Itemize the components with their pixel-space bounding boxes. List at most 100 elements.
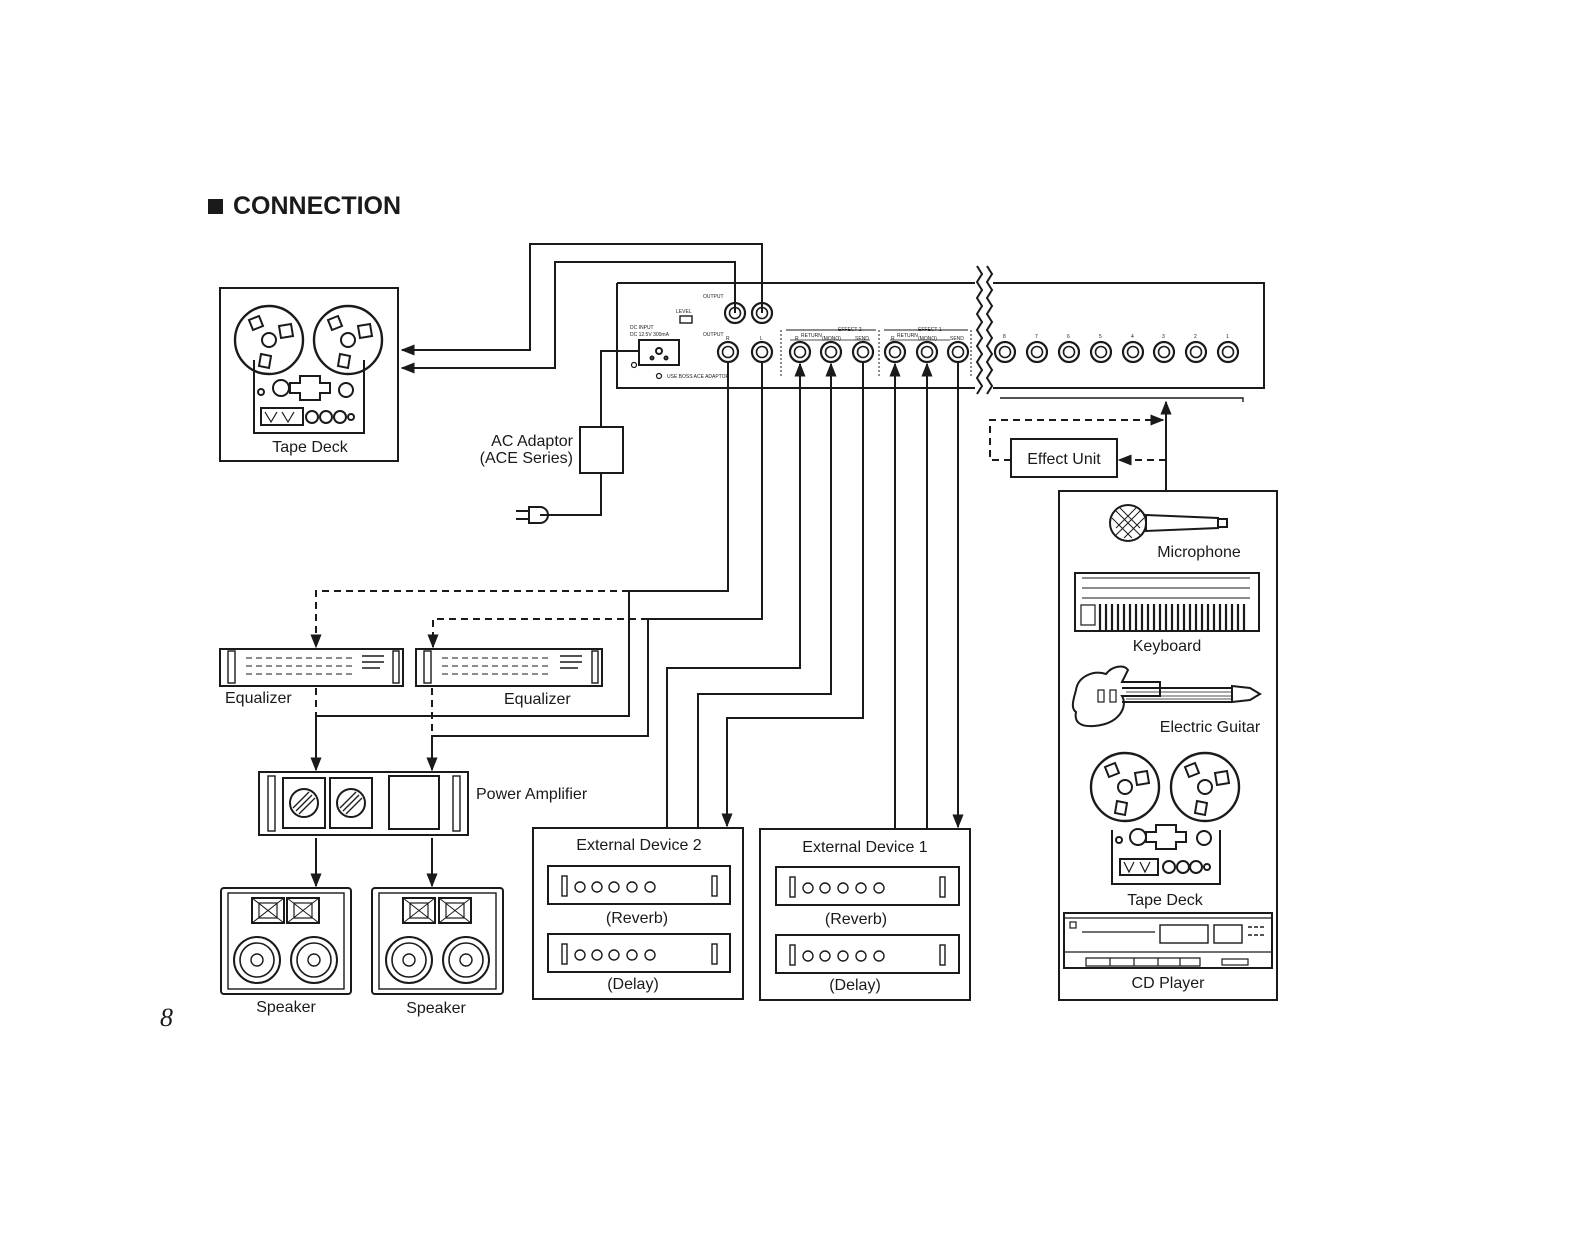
mixer-output-l-label: L (760, 336, 763, 342)
tape-deck-left-label: Tape Deck (272, 439, 349, 456)
mixer-effect1-r-label: R (891, 336, 895, 342)
tape-deck-left (219, 287, 399, 462)
channel-label-8: 8 (1003, 334, 1006, 340)
sources-panel (1058, 490, 1278, 1001)
tape-deck-right-label: Tape Deck (1127, 892, 1204, 909)
keyboard-label: Keyboard (1133, 638, 1202, 655)
reel-icon (233, 304, 305, 376)
mixer-effect1-return-label: RETURN (897, 333, 918, 339)
mixer-effect2-label: EFFECT 2 (838, 327, 862, 333)
cable-amp-to-speakers (310, 838, 438, 888)
cable-tape-out (400, 243, 763, 374)
input-jack-1[interactable] (1216, 340, 1240, 364)
cd-player-label: CD Player (1132, 975, 1206, 992)
reel-icon (1169, 751, 1241, 823)
cable-ac-adaptor (600, 350, 639, 427)
mixer-effect1-label: EFFECT 1 (918, 327, 942, 333)
channel-label-5: 5 (1099, 334, 1102, 340)
channel-label-4: 4 (1131, 334, 1134, 340)
mixer-output-label: OUTPUT (703, 332, 724, 338)
effect1-send-jack[interactable] (946, 340, 970, 364)
speaker-icon (233, 936, 281, 984)
cable-effect2 (666, 362, 864, 828)
external-device-1-label: External Device 1 (802, 839, 927, 856)
plug-icon (528, 506, 549, 524)
ac-adaptor-label: AC Adaptor (491, 433, 574, 450)
effect1-return-r-jack[interactable] (883, 340, 907, 364)
mixer-level-label: LEVEL (676, 309, 692, 315)
channel-label-7: 7 (1035, 334, 1038, 340)
power-amplifier-label: Power Amplifier (476, 786, 588, 803)
mixer-dc-input-label: DC INPUT (630, 325, 654, 331)
channel-label-2: 2 (1194, 334, 1197, 340)
microphone-label: Microphone (1157, 544, 1241, 561)
speaker-left (220, 887, 352, 995)
page-title: CONNECTION (233, 192, 402, 220)
power-amplifier (258, 771, 469, 836)
guitar-icon (1071, 665, 1262, 728)
reel-icon (312, 304, 384, 376)
channel-label-1: 1 (1226, 334, 1229, 340)
mixer-effect2-send-label: SEND (855, 336, 869, 342)
mixer-dc-rating-label: DC 12.5V 300mA (630, 332, 670, 338)
microphone-icon (1109, 504, 1228, 542)
mixer-effect2-mono-label: (MONO) (822, 336, 841, 342)
external-device-2-reverb-label: (Reverb) (606, 910, 668, 927)
input-jack-6[interactable] (1057, 340, 1081, 364)
mixer-panel (616, 265, 1265, 402)
input-jack-4[interactable] (1121, 340, 1145, 364)
ac-adaptor (516, 426, 624, 524)
reel-icon (1089, 751, 1161, 823)
effect1-return-l-jack[interactable] (915, 340, 939, 364)
electric-guitar-label: Electric Guitar (1160, 719, 1261, 736)
heading-bullet-icon (208, 199, 223, 214)
mixer-effect1-send-label: SEND (950, 336, 964, 342)
input-jack-2[interactable] (1184, 340, 1208, 364)
speaker-icon (442, 936, 490, 984)
mixer-effect2-r-label: R (795, 336, 799, 342)
speaker-left-label: Speaker (256, 999, 316, 1016)
speaker-right-label: Speaker (406, 1000, 466, 1017)
cable-effect1 (889, 362, 964, 829)
cable-dashed-equalizer (310, 590, 648, 736)
page-heading: CONNECTION (208, 192, 401, 221)
speaker-right (371, 887, 504, 995)
external-device-1-reverb-label: (Reverb) (825, 911, 887, 928)
mixer-effect2-return-label: RETURN (801, 333, 822, 339)
effect2-send-jack[interactable] (851, 340, 875, 364)
external-device-2-delay-label: (Delay) (607, 976, 659, 993)
mixer-output-r-label: R (726, 336, 730, 342)
speaker-icon (385, 936, 433, 984)
external-device-1 (759, 828, 971, 1001)
effect2-return-l-jack[interactable] (819, 340, 843, 364)
input-jack-7[interactable] (1025, 340, 1049, 364)
mixer-use-adaptor-label: USE BOSS ACE ADAPTOR (667, 374, 730, 380)
output-jack-l[interactable] (750, 340, 774, 364)
equalizer-right-label: Equalizer (504, 691, 571, 708)
external-device-1-delay-label: (Delay) (829, 977, 881, 994)
external-device-2 (532, 827, 744, 1000)
mixer-effect1-mono-label: (MONO) (918, 336, 937, 342)
keyboard-icon (1074, 572, 1260, 632)
cable-effect-unit (989, 414, 1166, 466)
effect2-return-r-jack[interactable] (788, 340, 812, 364)
effect-unit (1010, 438, 1118, 478)
input-jack-3[interactable] (1152, 340, 1176, 364)
effect-unit-label: Effect Unit (1027, 451, 1101, 468)
equalizer-left (219, 648, 404, 687)
input-jack-5[interactable] (1089, 340, 1113, 364)
mixer-output-top-label: OUTPUT (703, 294, 724, 300)
channel-label-3: 3 (1162, 334, 1165, 340)
ac-adaptor-series-label: (ACE Series) (480, 450, 573, 467)
output-jack-r[interactable] (716, 340, 740, 364)
cable-output-to-equalizer (310, 362, 763, 772)
equalizer-left-label: Equalizer (225, 690, 292, 707)
speaker-icon (290, 936, 338, 984)
input-jack-8[interactable] (993, 340, 1017, 364)
equalizer-right (415, 648, 603, 687)
cd-player-icon (1063, 912, 1273, 969)
external-device-2-label: External Device 2 (576, 837, 701, 854)
tape-deck-right (1089, 751, 1241, 885)
page-number: 8 (160, 1003, 173, 1032)
